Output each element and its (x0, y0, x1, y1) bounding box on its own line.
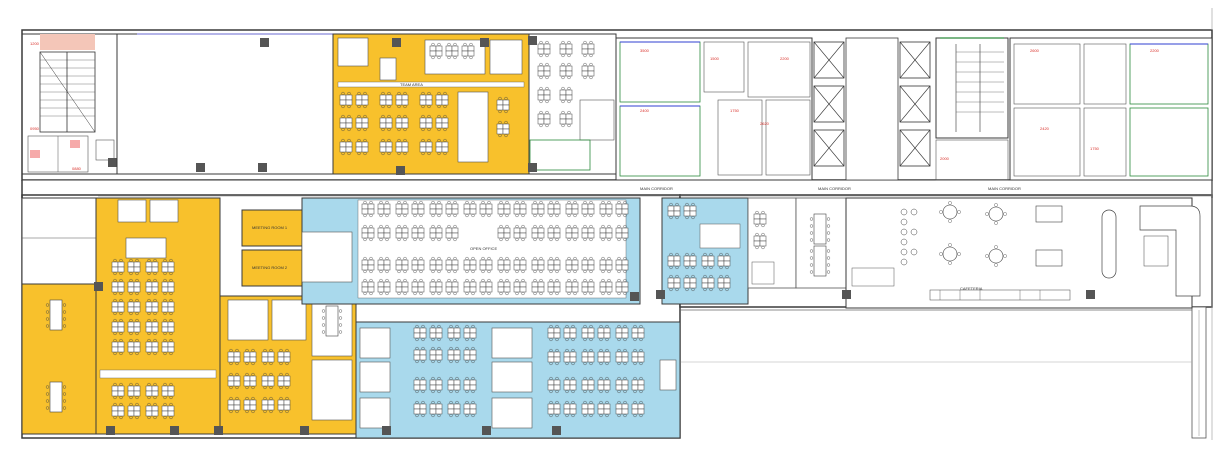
svg-text:1200: 1200 (30, 41, 40, 46)
team-area-label: TEAM AREA (400, 82, 423, 87)
svg-text:2200: 2200 (1150, 48, 1160, 53)
corridor-label-3: MAIN CORRIDOR (988, 186, 1021, 191)
meeting-room-2-label: MEETING ROOM 2 (252, 265, 288, 270)
meeting-room-1-label: MEETING ROOM 1 (252, 225, 288, 230)
open-office-blue-lower (355, 321, 681, 439)
svg-text:3500: 3500 (640, 48, 650, 53)
dining-area-top (528, 33, 617, 175)
svg-text:2420: 2420 (1040, 126, 1050, 131)
open-hall-top (116, 33, 334, 175)
svg-text:2000: 2000 (940, 156, 950, 161)
cafeteria-area: CAFETERIA (747, 197, 1201, 309)
svg-text:0880: 0880 (72, 166, 82, 171)
meeting-rooms-yellow: MEETING ROOM 1 MEETING ROOM 2 (214, 209, 357, 435)
team-pods-blue-right (656, 197, 749, 305)
svg-text:1500: 1500 (710, 56, 720, 61)
svg-text:1750: 1750 (730, 108, 740, 113)
corridor-label-2: MAIN CORRIDOR (818, 186, 851, 191)
stair-core-left: 1200 0950 0880 (21, 33, 133, 175)
svg-text:1750: 1750 (1090, 146, 1100, 151)
svg-text:2400: 2400 (640, 108, 650, 113)
svg-text:2600: 2600 (1030, 48, 1040, 53)
service-core-right: 3500 1500 1750 2620 2200 2400 2600 22 (615, 37, 1213, 181)
team-area-top-yellow: TEAM AREA (332, 33, 530, 175)
open-office-label: OPEN OFFICE (470, 246, 497, 251)
svg-text:2620: 2620 (760, 121, 770, 126)
corridor-label-1: MAIN CORRIDOR (640, 186, 673, 191)
open-office-yellow-left (21, 197, 221, 435)
left-lower-rooms (21, 197, 97, 285)
cafeteria-label: CAFETERIA (960, 286, 983, 291)
open-office-blue-upper: OPEN OFFICE (301, 197, 641, 305)
svg-text:2200: 2200 (780, 56, 790, 61)
svg-text:0950: 0950 (30, 126, 40, 131)
